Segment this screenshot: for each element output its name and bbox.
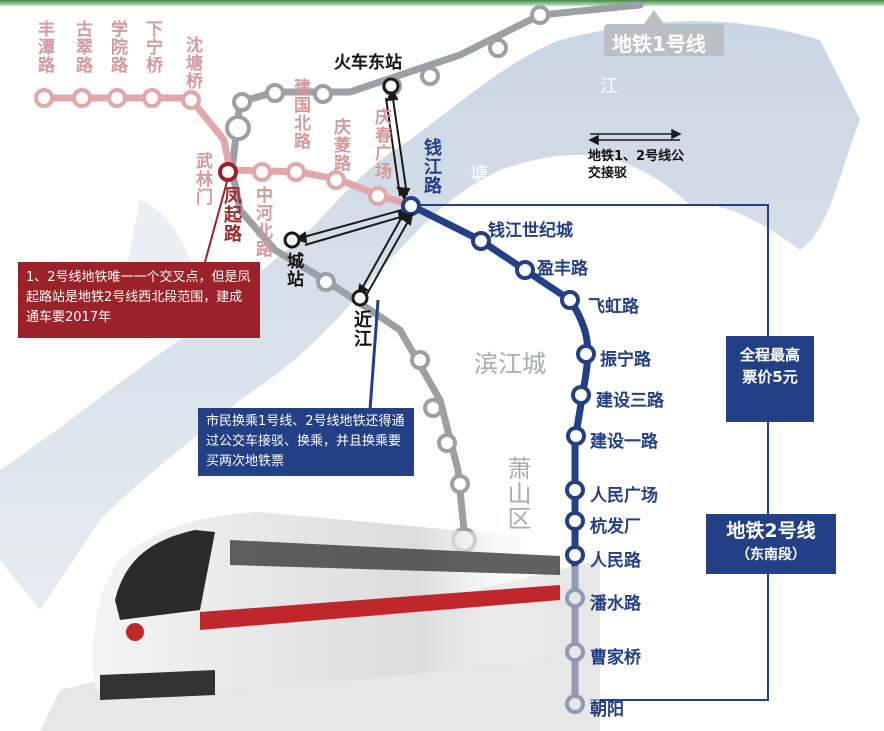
fengqi-callout: 1、2号线地铁唯一一个交叉点，但是凤起路站是地铁2号线西北段范围，建成通车要20… (18, 262, 260, 338)
station-jianguobei: 建国北路 (290, 78, 310, 150)
metro-train-image (40, 512, 600, 731)
bus-transfer-arrows (293, 87, 414, 299)
station-renminguangchang: 人民广场 (590, 486, 658, 506)
legend-text: 地铁1、2号线公交接驳 (588, 149, 685, 181)
station-qianjiangshiji: 钱江世纪城 (488, 221, 573, 241)
legend-arrows (588, 128, 682, 146)
station-xueyuan: 学院路 (107, 20, 127, 74)
station-yingfeng: 盈丰路 (537, 259, 588, 279)
station-feihong: 飞虹路 (588, 297, 639, 317)
transfer-callout: 市民换乘1号线、2号线地铁还得通过公交车接驳、换乘，并且换乘要买两次地铁票 (198, 408, 414, 476)
station-xianing: 下宁桥 (142, 20, 162, 74)
station-fengtan: 丰潭路 (34, 20, 54, 74)
station-wulinmen: 武林门 (192, 152, 212, 206)
station-gucui: 古翠路 (72, 20, 92, 74)
place-xiaoshan: 萧山区 (503, 456, 531, 531)
river-char-qian: 钱 (296, 372, 314, 393)
qiantang-river (0, 21, 860, 610)
east-section-outline (420, 204, 769, 701)
line1-label-bg (604, 24, 724, 56)
station-panshui: 潘水路 (590, 594, 641, 614)
fengqi-station-marker (218, 162, 238, 182)
station-qingchun: 庆春广场 (371, 108, 391, 180)
station-caojiaqiao: 曹家桥 (590, 648, 641, 668)
fare-callout: 全程最高票价5元 (726, 336, 814, 422)
station-hangfachang: 杭发厂 (590, 517, 641, 537)
line1-route (228, 1, 644, 544)
station-huochedong: 火车东站 (334, 53, 402, 73)
station-renminlu: 人民路 (590, 551, 641, 571)
top-strip (0, 0, 884, 6)
station-chengzhan: 城站 (283, 252, 303, 288)
line2-label: 地铁2号线 (726, 520, 816, 542)
fengqi-callout-pointer (204, 177, 229, 263)
line1-label: 地铁1号线 (612, 32, 706, 56)
line2-sublabel: （东南段） (736, 547, 806, 563)
station-chaoyang: 朝阳 (590, 700, 624, 720)
station-fengqi: 凤起路 (221, 186, 242, 243)
line2-label-box: 地铁2号线 （东南段） (706, 514, 836, 574)
line1-label-tip (644, 10, 664, 24)
transfer-callout-pointer (368, 299, 380, 411)
transfer-station-markers (283, 77, 400, 307)
station-qianjiang: 钱江路 (421, 138, 442, 195)
line2-west-stations (34, 88, 388, 206)
river-char-jiang: 江 (600, 76, 618, 97)
station-qingling: 庆菱路 (330, 118, 350, 172)
station-jiansheshan: 建设三路 (596, 391, 664, 411)
station-jinjiang: 近江 (351, 310, 372, 348)
river-char-tang: 塘 (470, 164, 488, 185)
place-binjiang: 滨江城 (474, 350, 546, 378)
station-jiansheyi: 建设一路 (590, 432, 658, 452)
station-zhenning: 振宁路 (600, 350, 651, 370)
station-shentang: 沈塘桥 (182, 36, 202, 90)
station-zhonghebei: 中河北路 (252, 186, 272, 258)
